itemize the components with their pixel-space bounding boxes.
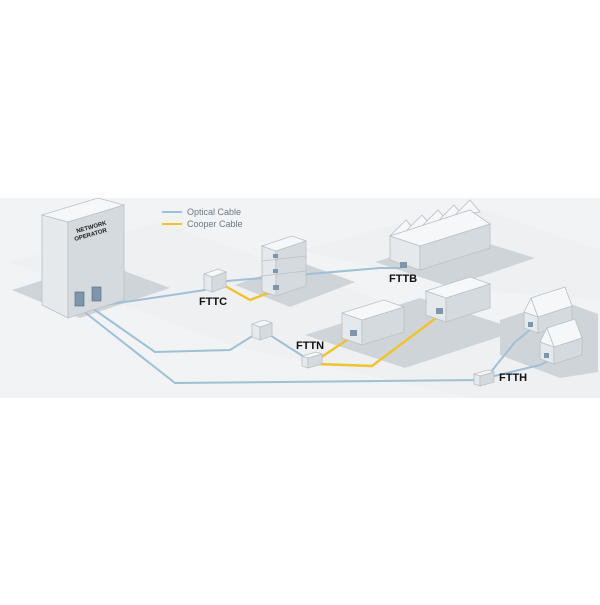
ftth-cabinet-top xyxy=(472,369,496,377)
legend-copper-label: Cooper Cable xyxy=(187,219,243,229)
optical-cable-to-cabinet xyxy=(91,307,263,353)
house-lower-terminal xyxy=(544,353,549,358)
fttb-label: FTTB xyxy=(389,273,417,285)
operator-equipment xyxy=(91,286,102,302)
operator-roof xyxy=(40,197,126,223)
fttn-cabinet-top xyxy=(300,351,324,359)
floor-line xyxy=(261,255,307,262)
fttn-label: FTTN xyxy=(296,340,324,352)
fttb-factory xyxy=(388,199,491,271)
fttn-right-roof xyxy=(424,276,492,299)
ftth-house-lower xyxy=(539,318,583,365)
fttn-left-terminal xyxy=(350,330,357,336)
factory-roof xyxy=(388,209,491,247)
network-operator-building: NETWORK OPERATOR xyxy=(40,197,126,319)
fttc-cabinet xyxy=(202,268,228,293)
factory-terminal xyxy=(400,262,407,268)
operator-face-left xyxy=(41,214,69,319)
legend-optical-label: Optical Cable xyxy=(187,207,241,217)
copper-cable-fttn-right xyxy=(316,313,442,368)
optical-cable-to-ftth xyxy=(81,309,481,384)
fttc-label: FTTC xyxy=(199,296,227,308)
optical-cable-ftth-house-upper xyxy=(485,329,531,379)
street-cabinet xyxy=(250,319,274,341)
fttn-right-terminal xyxy=(436,308,443,314)
floor-terminal xyxy=(273,285,279,290)
ftth-cabinet xyxy=(472,369,496,387)
operator-equipment xyxy=(74,291,85,307)
house-upper-roof xyxy=(530,286,573,318)
copper-cable-fttc xyxy=(216,280,278,302)
fttb-ground xyxy=(375,235,535,287)
floor-line xyxy=(261,270,307,277)
tower-roof xyxy=(260,235,308,252)
fttn-building-right xyxy=(424,276,492,323)
ftth-label: FTTH xyxy=(499,372,527,384)
fttn-left-roof xyxy=(340,299,406,321)
fttc-multistorey-building xyxy=(260,235,308,297)
fttn-cabinet xyxy=(300,351,324,369)
ftth-house-upper xyxy=(523,286,573,334)
street-cabinet-top xyxy=(250,319,274,328)
legend: Optical Cable Cooper Cable xyxy=(162,207,243,229)
floor-terminal xyxy=(273,269,278,273)
fttn-building-left xyxy=(340,299,406,346)
house-lower-roof xyxy=(546,318,583,348)
fttc-cabinet-top xyxy=(202,268,228,278)
house-upper-terminal xyxy=(528,322,533,327)
floor-terminal xyxy=(273,254,278,258)
